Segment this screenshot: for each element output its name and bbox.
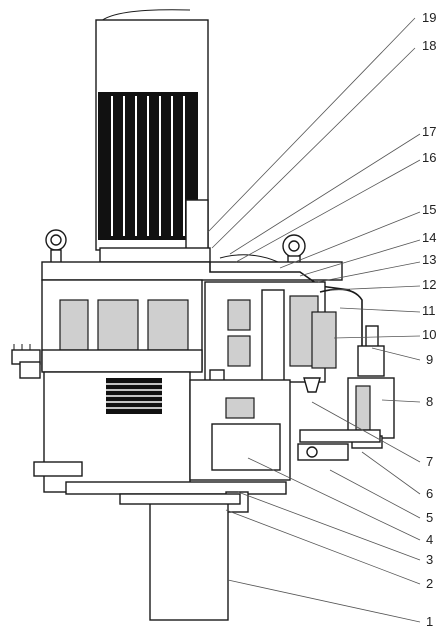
callout-11: 11 xyxy=(422,303,436,318)
callout-3: 3 xyxy=(426,552,433,567)
callout-5: 5 xyxy=(426,510,433,525)
callout-6: 6 xyxy=(426,486,433,501)
callout-8: 8 xyxy=(426,394,433,409)
lifting-eye-left xyxy=(45,229,67,265)
callout-4: 4 xyxy=(426,532,433,547)
callout-15: 15 xyxy=(422,202,436,217)
gear-housing xyxy=(41,279,203,373)
callout-2: 2 xyxy=(426,576,433,591)
callout-9: 9 xyxy=(426,352,433,367)
callout-19: 19 xyxy=(422,10,436,25)
side-fitting xyxy=(11,344,41,379)
callout-16: 16 xyxy=(422,150,436,165)
callout-7: 7 xyxy=(426,454,433,469)
callout-12: 12 xyxy=(422,277,436,292)
leader-lines xyxy=(207,17,421,623)
callout-13: 13 xyxy=(422,252,436,267)
callout-14: 14 xyxy=(422,230,436,245)
output-shaft xyxy=(119,493,241,621)
callout-1: 1 xyxy=(426,614,433,629)
lower-coupling xyxy=(189,379,291,513)
lower-body xyxy=(33,371,287,495)
callout-17: 17 xyxy=(422,124,436,139)
callout-18: 18 xyxy=(422,38,436,53)
callout-10: 10 xyxy=(422,327,436,342)
motor-unit xyxy=(95,9,211,263)
callout-labels: 19 18 17 16 15 14 13 12 11 10 9 8 7 6 5 … xyxy=(422,10,436,629)
actuator-cylinder xyxy=(297,377,395,461)
central-gear-section xyxy=(204,281,337,393)
